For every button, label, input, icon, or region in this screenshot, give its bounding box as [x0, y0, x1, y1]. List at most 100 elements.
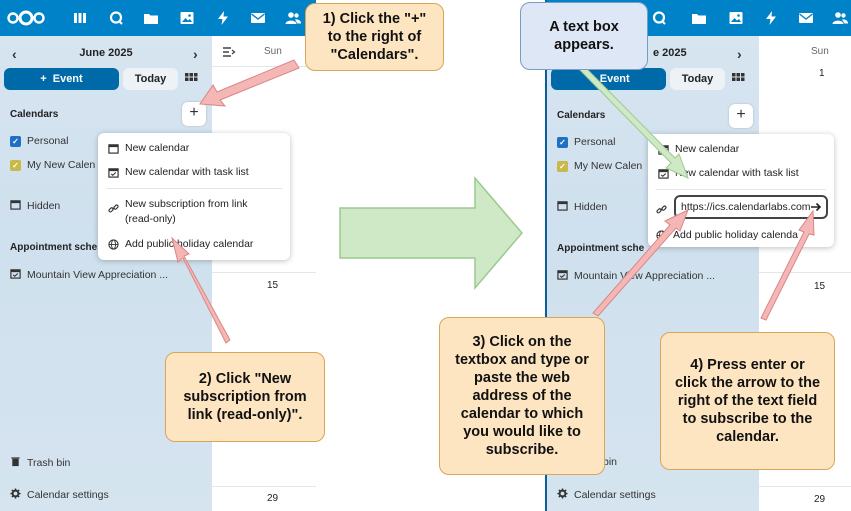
settings-label: Calendar settings: [574, 489, 656, 501]
day-number[interactable]: 15: [814, 281, 826, 292]
calendar-settings-item[interactable]: Calendar settings: [10, 488, 109, 502]
menu-item-label: New subscription from link: [125, 198, 248, 210]
globe-icon: [108, 239, 119, 250]
mail-icon[interactable]: [797, 9, 815, 27]
current-month-label[interactable]: June 2025: [79, 47, 133, 59]
mail-icon[interactable]: [249, 9, 267, 27]
menu-divider: [106, 188, 282, 189]
nextcloud-logo-icon[interactable]: [6, 9, 46, 27]
callout-step2: 2) Click "New subscription from link (re…: [165, 352, 325, 442]
day-number[interactable]: 15: [267, 280, 279, 291]
new-event-button[interactable]: + Event: [4, 68, 119, 90]
appointment-schedules-heading: Appointment sche: [557, 243, 645, 254]
hidden-calendars-item[interactable]: Hidden: [10, 199, 60, 213]
menu-item-text: New subscription from link (read-only): [125, 197, 248, 227]
checkbox-checked-icon[interactable]: ✓: [10, 159, 21, 171]
menu-divider: [656, 189, 826, 190]
menu-item-label: New calendar: [125, 142, 190, 154]
checkbox-checked-icon[interactable]: ✓: [10, 135, 21, 147]
calendar-check-icon: [10, 268, 21, 282]
appointment-schedules-heading: Appointment sche: [10, 242, 98, 253]
trash-bin-item[interactable]: Trash bin: [10, 456, 70, 470]
collapse-sidebar-icon[interactable]: [222, 45, 236, 59]
calendar-item-my-new-calendar[interactable]: ✓ My New Calen: [10, 159, 95, 171]
menu-item-label: New calendar with task list: [125, 166, 249, 178]
top-navigation-bar: [0, 0, 316, 36]
today-button[interactable]: Today: [670, 68, 725, 90]
month-navigator: e 2025 ›: [547, 42, 759, 68]
menu-item-label: New calendar with task list: [675, 167, 799, 179]
link-icon: [108, 204, 119, 213]
arrow-right-icon[interactable]: [809, 200, 823, 214]
view-grid-icon[interactable]: [184, 72, 198, 86]
calendar-item-label: My New Calen: [574, 160, 643, 172]
calendar-item-personal[interactable]: ✓ Personal: [10, 135, 68, 147]
calendar-icon: [108, 144, 119, 154]
menu-item-new-calendar[interactable]: New calendar: [658, 142, 739, 157]
callout-step3: 3) Click on the textbox and type or past…: [439, 317, 605, 475]
plus-icon: +: [40, 73, 47, 85]
menu-item-label: Add public holiday calenda: [673, 229, 798, 241]
menu-item-new-calendar-tasks[interactable]: New calendar with task list: [108, 165, 249, 180]
calendar-icon: [10, 199, 21, 213]
previous-month-icon[interactable]: ‹: [12, 46, 17, 62]
talk-icon[interactable]: [107, 9, 125, 27]
add-calendar-button[interactable]: +: [729, 104, 753, 128]
calendar-item-label: Personal: [574, 136, 616, 148]
calendar-item-my-new-calendar[interactable]: ✓ My New Calen: [557, 160, 642, 172]
subscription-url-input[interactable]: https://ics.calendarlabs.com: [674, 195, 828, 219]
hidden-label: Hidden: [27, 200, 61, 212]
menu-item-new-calendar[interactable]: New calendar: [108, 141, 189, 156]
add-calendar-button[interactable]: +: [182, 102, 206, 126]
next-month-icon[interactable]: ›: [737, 46, 742, 62]
grid-line: [212, 66, 316, 67]
hidden-calendars-item[interactable]: Hidden: [557, 200, 607, 214]
hidden-label: Hidden: [574, 201, 608, 213]
calendar-item-label: My New Calen: [27, 159, 96, 171]
activity-icon[interactable]: [762, 9, 780, 27]
trash-bin-item[interactable]: bin: [603, 456, 617, 468]
new-event-button[interactable]: + Event: [551, 68, 666, 90]
callout-step1: 1) Click the "+" to the right of "Calend…: [305, 3, 444, 71]
menu-item-new-calendar-tasks[interactable]: New calendar with task list: [658, 166, 799, 181]
photos-icon[interactable]: [727, 9, 745, 27]
menu-item-new-subscription[interactable]: New subscription from link (read-only): [108, 197, 248, 227]
contacts-icon[interactable]: [284, 9, 302, 27]
menu-item-label: New calendar: [675, 143, 740, 155]
day-header-sun: Sun: [264, 46, 282, 57]
trash-label: Trash bin: [27, 457, 71, 469]
calendar-settings-item[interactable]: Calendar settings: [557, 488, 656, 502]
day-number[interactable]: 29: [814, 494, 826, 505]
menu-item-holiday[interactable]: Add public holiday calendar: [108, 237, 253, 252]
appointment-item[interactable]: Mountain View Appreciation ...: [10, 268, 168, 282]
calendar-check-icon: [557, 269, 568, 283]
calendar-check-icon: [108, 168, 119, 178]
gear-icon: [10, 488, 21, 502]
calendars-heading: Calendars: [10, 109, 59, 120]
photos-icon[interactable]: [178, 9, 196, 27]
add-calendar-menu-with-url: New calendar New calendar with task list…: [648, 134, 834, 247]
appointment-item[interactable]: Mountain View Appreciation ...: [557, 269, 715, 283]
current-month-label[interactable]: e 2025: [653, 47, 687, 59]
view-grid-icon[interactable]: [731, 72, 745, 86]
today-button[interactable]: Today: [123, 68, 178, 90]
talk-icon[interactable]: [650, 9, 668, 27]
calendar-item-personal[interactable]: ✓ Personal: [557, 136, 615, 148]
day-number[interactable]: 1: [819, 68, 825, 79]
next-month-icon[interactable]: ›: [193, 46, 198, 62]
checkbox-checked-icon[interactable]: ✓: [557, 160, 568, 172]
calendar-icon: [557, 200, 568, 214]
contacts-icon[interactable]: [831, 9, 849, 27]
month-navigator: ‹ June 2025 ›: [0, 42, 212, 68]
files-icon[interactable]: [690, 9, 708, 27]
day-number[interactable]: 29: [267, 493, 279, 504]
activity-icon[interactable]: [214, 9, 232, 27]
checkbox-checked-icon[interactable]: ✓: [557, 136, 568, 148]
trash-label: bin: [603, 456, 618, 468]
new-event-label: Event: [599, 73, 630, 85]
menu-item-holiday[interactable]: Add public holiday calenda: [656, 228, 798, 243]
files-icon[interactable]: [142, 9, 160, 27]
appointment-label: Mountain View Appreciation ...: [27, 269, 169, 281]
day-header-sun: Sun: [811, 46, 829, 57]
dashboard-icon[interactable]: [71, 9, 89, 27]
